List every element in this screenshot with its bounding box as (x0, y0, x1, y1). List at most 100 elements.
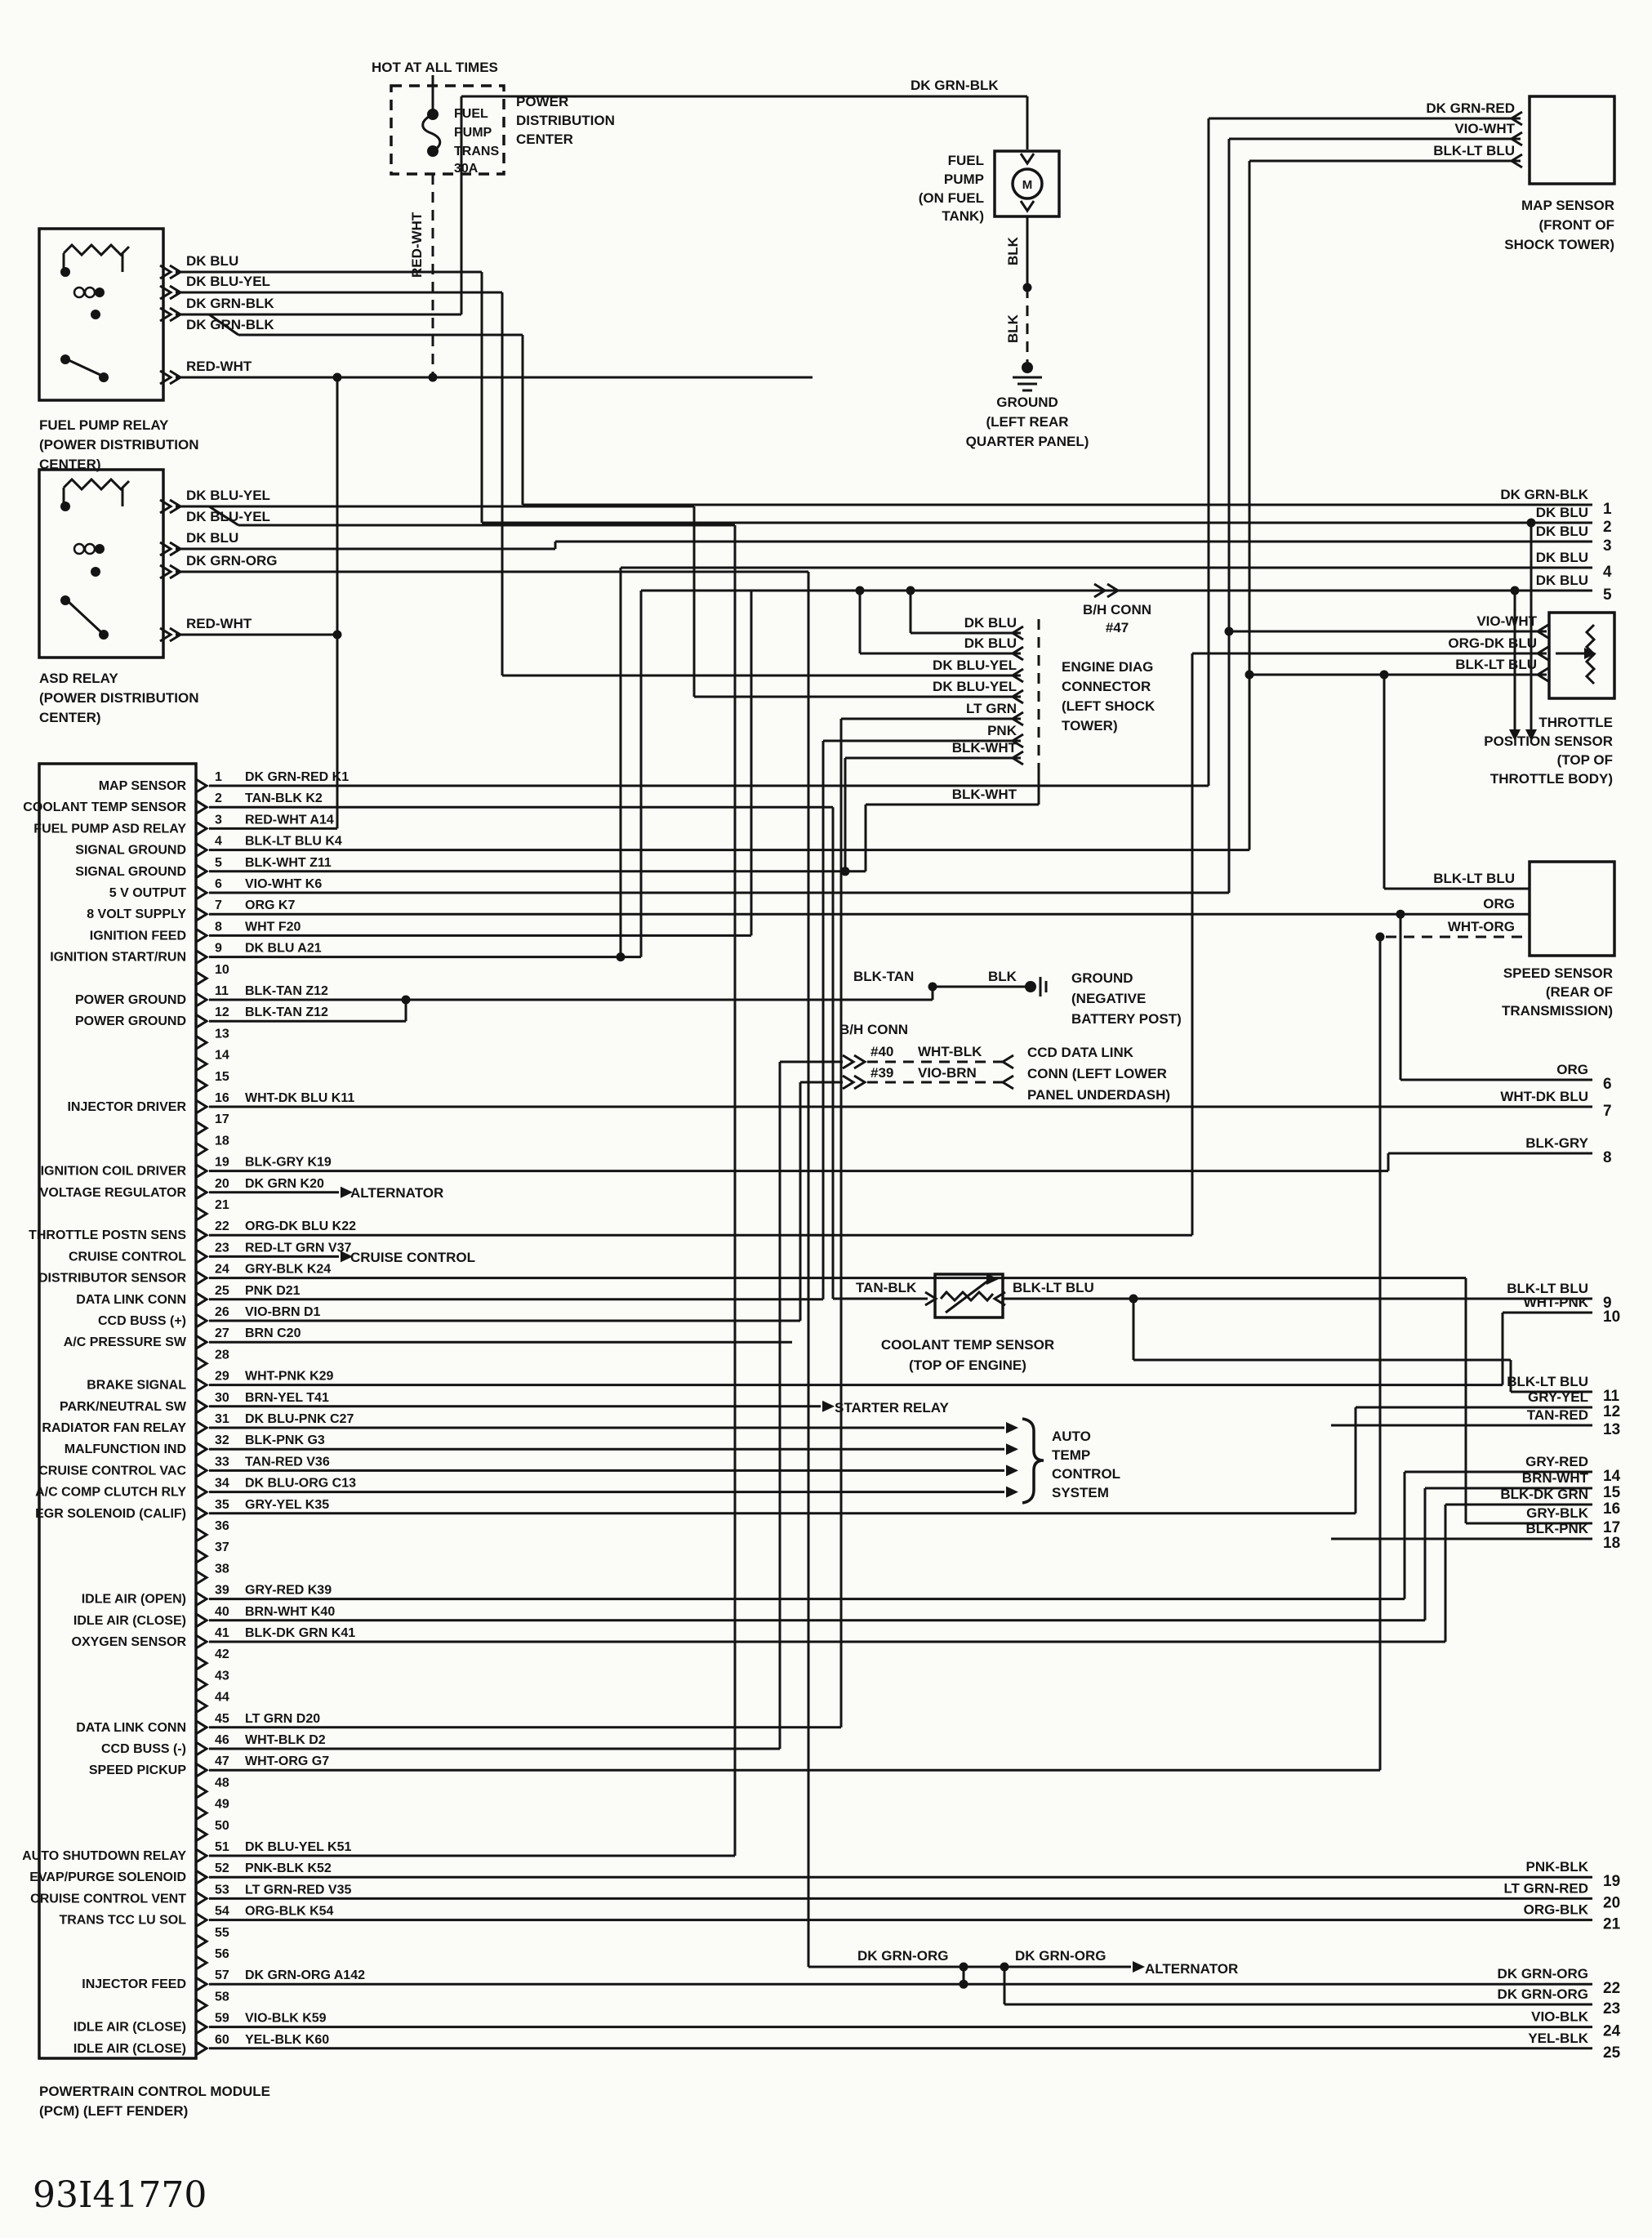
label-fuel_pump_relay-name_lines-2: CENTER) (39, 457, 101, 472)
terminal-number: 6 (1603, 1076, 1612, 1093)
pcm-pin-wire-label: GRY-YEL K35 (245, 1498, 329, 1512)
pcm-pin-number: 16 (215, 1091, 229, 1105)
components-layer (38, 84, 1616, 2060)
label-fuel_pump-ground_lines-0: GROUND (996, 395, 1058, 410)
terminal-wire-label: DK BLU (1536, 573, 1588, 588)
terminal-number: 15 (1603, 1484, 1621, 1501)
pcm-pin-number: 18 (215, 1134, 229, 1148)
pcm-pin-number: 44 (215, 1691, 229, 1705)
label-speed_sensor-wires-0: BLK-LT BLU (1433, 871, 1515, 886)
label-throttle_sensor-name_lines-1: POSITION SENSOR (1484, 733, 1613, 749)
pcm-pin-number: 26 (215, 1305, 229, 1319)
map-input-chevron (1509, 131, 1523, 147)
pcm-pin-wire-label: BLK-WHT Z11 (245, 856, 332, 870)
label-engine_diag-wires-1: DK BLU (964, 635, 1017, 651)
junction-dot (1224, 626, 1234, 636)
pcm-pin-chevron (195, 1249, 209, 1264)
symbol-path (62, 243, 131, 257)
symbol-path (62, 488, 124, 506)
pcm-pin-number: 9 (215, 942, 222, 956)
pcm-pin-wire-label: GRY-RED K39 (245, 1584, 332, 1598)
label-engine_diag-name_lines-1: CONNECTOR (1062, 679, 1151, 694)
wire-segment (208, 313, 239, 337)
terminal-wire-label: DK GRN-ORG (1498, 1966, 1588, 1982)
pcm-pin-chevron (195, 1420, 209, 1436)
coil-icon (73, 542, 86, 555)
label-asd_relay-wires-4: RED-WHT (186, 616, 252, 631)
pcm-pin-wire-label: BLK-DK GRN K41 (245, 1626, 355, 1640)
terminal-number: 24 (1603, 2023, 1621, 2040)
pcm-pin-wire-label: BRN-YEL T41 (245, 1391, 329, 1405)
junction-dot (1129, 1294, 1138, 1304)
pcm-pin-number: 36 (215, 1519, 229, 1533)
terminal-number: 9 (1603, 1295, 1612, 1312)
junction-dot (95, 288, 105, 297)
pcm-pin-function-label: INJECTOR FEED (82, 1977, 186, 1991)
pcm-pin-wire-label: DK GRN K20 (245, 1177, 324, 1191)
pcm-pin-chevron (195, 1591, 209, 1607)
terminal-wire-label: BLK-GRY (1525, 1135, 1588, 1151)
pcm-pin-chevron (195, 992, 209, 1008)
pcm-pin-number: 34 (215, 1477, 229, 1491)
label-fuel_pump_relay-wires-0: DK BLU (186, 253, 238, 269)
bulkhead-chevron-icon (842, 1074, 856, 1090)
tps-input-chevron (1535, 666, 1549, 683)
terminal-number: 19 (1603, 1873, 1620, 1890)
label-targets-cruise: CRUISE CONTROL (350, 1250, 475, 1265)
label-speed_sensor-name_lines-2: TRANSMISSION) (1502, 1003, 1613, 1019)
pcm-pin-function-label: 5 V OUTPUT (109, 886, 186, 900)
pcm-pin-wire-label: TAN-BLK K2 (245, 791, 323, 805)
pcm-pin-number: 47 (215, 1754, 229, 1768)
pcm-pin-number: 15 (215, 1070, 229, 1084)
terminal-number: 7 (1603, 1103, 1612, 1120)
junction-dot (928, 982, 937, 992)
alternator-bottom-arrow (1133, 1961, 1145, 1973)
label-asd_relay-wires-2: DK BLU (186, 530, 238, 546)
pcm-pin-function-label: INJECTOR DRIVER (67, 1100, 186, 1114)
label-asd_relay-wires-0: DK BLU-YEL (186, 488, 270, 503)
terminal-wire-label: GRY-RED (1525, 1454, 1588, 1469)
terminal-wire-label: WHT-PNK (1524, 1295, 1589, 1310)
label-throttle_sensor-wires-1: ORG-DK BLU (1448, 635, 1537, 651)
terminal-wire-label: ORG (1556, 1062, 1588, 1077)
terminal-number: 11 (1603, 1388, 1620, 1405)
pcm-pin-chevron (195, 1612, 209, 1629)
pcm-pin-chevron (195, 778, 209, 794)
junction-dot (60, 354, 70, 364)
junction-dot (95, 544, 105, 554)
pcm-pin-function-label: CRUISE CONTROL (69, 1250, 186, 1264)
pcm-pin-wire-label: DK GRN-RED K1 (245, 770, 349, 784)
tps-input-chevron (1535, 645, 1549, 662)
label-fuel_pump-name_lines-1: PUMP (944, 172, 984, 187)
label-engine_diag-name_lines-2: (LEFT SHOCK (1062, 698, 1156, 714)
label-battery_ground-name_lines-1: (NEGATIVE (1071, 991, 1146, 1006)
label-ccd_link-name_lines-0: CCD DATA LINK (1027, 1045, 1134, 1060)
diag-input-chevron (1010, 711, 1024, 727)
pcm-pin-wire-label: DK BLU-PNK C27 (245, 1412, 354, 1426)
pcm-pin-chevron (195, 1848, 209, 1864)
terminal-wire-label: ORG-BLK (1524, 1902, 1589, 1918)
label-ccd_link-name_lines-2: PANEL UNDERDASH) (1027, 1087, 1170, 1103)
chevron-icon (159, 369, 173, 386)
pcm-pin-number: 49 (215, 1798, 229, 1812)
label-throttle_sensor-name_lines-0: THROTTLE (1538, 715, 1613, 730)
label-coolant_sensor-name_lines-0: COOLANT TEMP SENSOR (881, 1337, 1054, 1353)
chevron-icon (169, 284, 183, 301)
pcm-box (38, 762, 198, 2060)
chevron-icon (169, 264, 183, 280)
wire-segment (208, 505, 239, 527)
label-targets-auto_temp_lines-1: TEMP (1052, 1447, 1090, 1463)
pcm-pin-number: 59 (215, 2012, 229, 2026)
pcm-pin-number: 40 (215, 1605, 229, 1619)
pcm-pin-chevron (195, 1013, 209, 1029)
label-map_sensor-name_lines-2: SHOCK TOWER) (1504, 237, 1614, 252)
pcm-pin-number: 10 (215, 963, 229, 977)
terminal-number: 18 (1603, 1535, 1620, 1552)
pcm-pin-wire-label: DK BLU A21 (245, 942, 322, 956)
pcm-pin-chevron (195, 1270, 209, 1286)
pcm-pin-number: 31 (215, 1412, 229, 1426)
label-map_sensor-wires-2: BLK-LT BLU (1433, 143, 1515, 158)
pcm-pin-function-label: BRAKE SIGNAL (87, 1379, 186, 1393)
pcm-pin-function-label: CCD BUSS (-) (101, 1742, 186, 1756)
pcm-pin-chevron (195, 1441, 209, 1457)
